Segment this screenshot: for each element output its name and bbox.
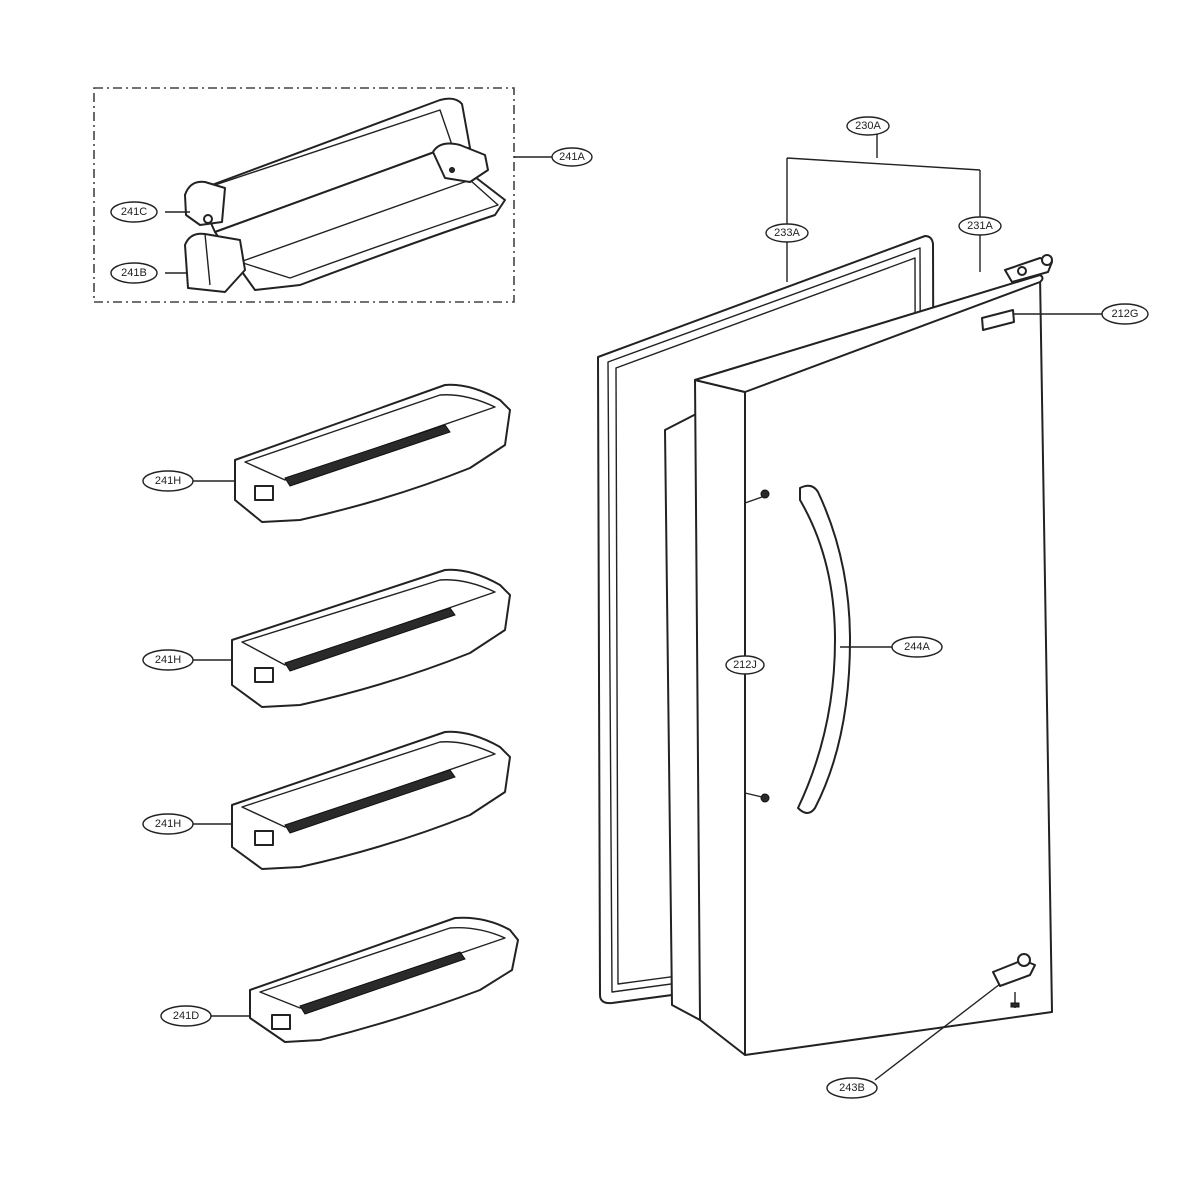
callout-label-241H-3: 241H xyxy=(155,818,181,830)
callout-212G: 212G xyxy=(1101,303,1149,325)
callout-label-241B: 241B xyxy=(121,267,147,279)
door-bin-241H-2 xyxy=(231,568,511,708)
callout-label-212G: 212G xyxy=(1112,308,1139,320)
callout-label-241A: 241A xyxy=(559,151,585,163)
outer-door-231A xyxy=(694,254,1053,1056)
callout-label-244A: 244A xyxy=(904,641,930,653)
callout-label-230A: 230A xyxy=(855,120,881,132)
leader-lines xyxy=(165,134,1102,1081)
callout-241A: 241A xyxy=(551,147,593,167)
callout-label-241C: 241C xyxy=(121,206,147,218)
callout-label-241D: 241D xyxy=(173,1010,199,1022)
door-bin-241H-3 xyxy=(231,730,511,870)
callout-241H-2: 241H xyxy=(142,649,194,671)
callout-label-233A: 233A xyxy=(774,227,800,239)
callout-label-241H-2: 241H xyxy=(155,654,181,666)
callout-241D: 241D xyxy=(160,1005,212,1027)
callout-241B: 241B xyxy=(110,262,158,284)
part-group-box-241A xyxy=(93,87,515,303)
door-bin-241H-1 xyxy=(234,383,511,523)
door-bin-241D xyxy=(249,916,519,1043)
callout-244A: 244A xyxy=(891,636,943,658)
callout-label-243B: 243B xyxy=(839,1082,865,1094)
door-handle-244A xyxy=(760,484,851,814)
inner-door-liner xyxy=(664,411,701,1021)
callout-label-212J: 212J xyxy=(733,659,757,671)
callout-label-231A: 231A xyxy=(967,220,993,232)
callout-231A: 231A xyxy=(958,216,1002,236)
callout-241C: 241C xyxy=(110,201,158,223)
callout-label-241H-1: 241H xyxy=(155,475,181,487)
callout-243B: 243B xyxy=(826,1077,878,1099)
callout-241H-1: 241H xyxy=(142,470,194,492)
callout-230A: 230A xyxy=(846,116,890,136)
callout-233A: 233A xyxy=(765,223,809,243)
bottom-hinge-243B xyxy=(992,953,1036,1008)
dairy-bin-241A xyxy=(184,97,506,293)
callout-212J: 212J xyxy=(725,655,765,675)
callout-241H-3: 241H xyxy=(142,813,194,835)
